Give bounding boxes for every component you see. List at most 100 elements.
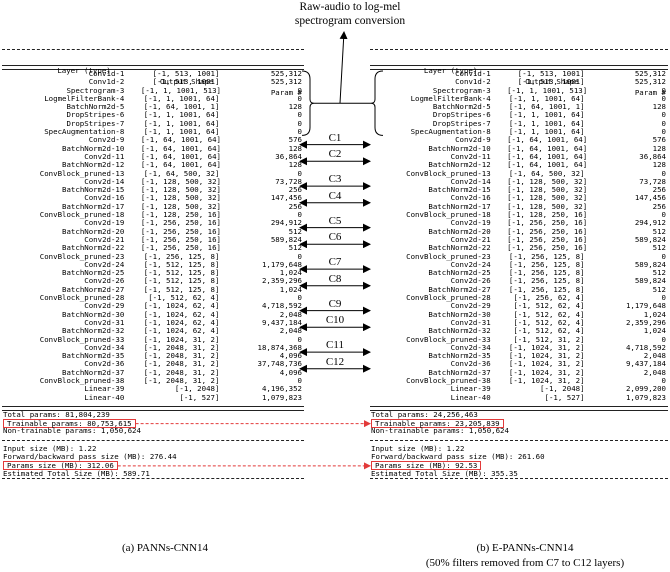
output-shape: [-1, 1, 1001, 64] — [143, 118, 220, 128]
layer-name: ConvBlock_pruned-33 — [39, 334, 125, 344]
layer-name: Linear-40 — [84, 392, 125, 402]
output-shape: [-1, 512, 62, 4] — [513, 301, 585, 311]
table-row: ConvBlock_pruned-28[-1, 512, 62, 4]0 — [2, 293, 304, 303]
table-row: BatchNorm2d-25[-1, 512, 125, 8]1,024 — [2, 268, 304, 278]
layer-name: ConvBlock_pruned-23 — [406, 251, 491, 261]
param-count: 4,718,592 — [261, 301, 302, 311]
input-size: Input size (MB): 1.22 — [3, 443, 97, 453]
output-shape: [-1, 128, 250, 16] — [140, 210, 221, 220]
table-row: BatchNorm2d-12[-1, 64, 1001, 64]128 — [2, 160, 304, 169]
output-shape: [-1, 256, 62, 4] — [513, 293, 585, 303]
table-row: Conv2d-34[-1, 2048, 31, 2]18,874,368 — [2, 343, 304, 352]
panel-panns-cnn14: Layer (type) Output Shape Param # Conv1d… — [2, 49, 304, 483]
layer-name: Conv2d-29 — [84, 301, 125, 311]
param-count: 73,728 — [275, 176, 302, 186]
layer-name: Conv2d-14 — [84, 176, 125, 186]
param-count: 2,359,296 — [625, 317, 666, 327]
table-row: BatchNorm2d-35[-1, 2048, 31, 2]4,096 — [2, 351, 304, 360]
caption-b-line-1: (b) E-PANNs-CNN14 — [476, 542, 574, 554]
double-separator — [2, 65, 304, 70]
param-count: 589,824 — [634, 276, 666, 286]
output-shape: [-1, 1024, 62, 4] — [143, 317, 220, 327]
layer-name: ConvBlock_pruned-28 — [39, 293, 125, 303]
table-row: BatchNorm2d-22[-1, 256, 250, 16]512 — [370, 243, 668, 253]
output-shape: [-1, 128, 250, 16] — [507, 210, 588, 220]
table-row: BatchNorm2d-27[-1, 256, 125, 8]512 — [370, 284, 668, 294]
table-row: Linear-39[-1, 2048]4,196,352 — [2, 384, 304, 393]
header-param: Param # — [270, 88, 302, 97]
param-count: 0 — [297, 110, 302, 120]
param-count: 0 — [297, 251, 302, 261]
param-count: 589,824 — [634, 259, 666, 269]
layer-name: Conv2d-34 — [450, 342, 491, 352]
param-count: 0 — [661, 85, 666, 95]
output-shape: [-1, 513, 1001] — [152, 77, 220, 87]
table-row: BatchNorm2d-5[-1, 64, 1001, 1]128 — [370, 102, 668, 112]
param-count: 1,179,648 — [261, 259, 302, 269]
layer-name: Conv2d-9 — [455, 135, 491, 145]
output-shape: [-1, 1024, 31, 2] — [143, 334, 220, 344]
table-row: BatchNorm2d-25[-1, 256, 125, 8]512 — [370, 268, 668, 278]
param-count: 0 — [661, 118, 666, 128]
output-shape: [-1, 2048, 31, 2] — [143, 359, 220, 369]
table-row: Conv2d-14 [-1, 128, 500, 32] 73,728 — [2, 176, 304, 186]
table-row: Conv2d-31[-1, 1024, 62, 4]9,437,184 — [2, 317, 304, 327]
layer-name: BatchNorm2d-32 — [62, 326, 125, 336]
table-row: Conv2d-16[-1, 128, 500, 32]147,456 — [2, 193, 304, 203]
table-row: DropStripes-6[-1, 1, 1001, 64]0 — [370, 111, 668, 120]
output-shape: [-1, 1, 1001, 513] — [140, 85, 221, 95]
param-count: 512 — [652, 284, 666, 294]
output-shape: [-1, 128, 500, 32] — [140, 176, 221, 186]
param-count: 1,024 — [643, 326, 666, 336]
layer-name: BatchNorm2d-22 — [428, 243, 491, 253]
output-shape: [-1, 256, 125, 8] — [508, 251, 585, 261]
layer-name: BatchNorm2d-27 — [62, 284, 125, 294]
output-shape: [-1, 1024, 31, 2] — [508, 367, 585, 377]
output-shape: [-1, 256, 125, 8] — [508, 259, 585, 269]
output-shape: [-1, 256, 125, 8] — [143, 251, 220, 261]
panel-e-panns-cnn14: Layer (type) Output Shape Param # Conv1d… — [370, 49, 668, 483]
param-count: 1,179,648 — [625, 301, 666, 311]
annotation-line-1: Raw-audio to log-mel — [299, 1, 401, 13]
header-layer: Layer (type) — [423, 66, 478, 75]
param-count: 1,024 — [643, 309, 666, 319]
output-shape: [-1, 256, 125, 8] — [508, 268, 585, 278]
layer-name: Conv2d-21 — [84, 234, 125, 244]
layer-name: BatchNorm2d-5 — [432, 102, 491, 112]
total-params: Total params: 81,804,239 — [3, 409, 110, 419]
layer-name: BatchNorm2d-25 — [428, 268, 491, 278]
header-param: Param # — [634, 88, 666, 97]
table-row: LogmelFilterBank-4[-1, 1, 1001, 64]0 — [370, 94, 668, 103]
layer-name: ConvBlock_pruned-18 — [406, 210, 491, 220]
output-shape: [-1, 128, 500, 32] — [140, 201, 221, 211]
table-row: ConvBlock_pruned-33[-1, 512, 31, 2]0 — [370, 335, 668, 344]
layer-name: BatchNorm2d-17 — [62, 201, 125, 211]
output-shape: [-1, 1024, 62, 4] — [143, 326, 220, 336]
param-count: 0 — [661, 127, 666, 137]
output-shape: [-1, 128, 500, 32] — [140, 193, 221, 203]
table-row: Conv2d-21 [-1, 256, 250, 16] 589,824 — [2, 234, 304, 244]
param-count: 4,096 — [279, 367, 302, 377]
table-row: Conv2d-26[-1, 256, 125, 8]589,824 — [370, 276, 668, 286]
output-shape: [-1, 256, 250, 16] — [140, 234, 221, 244]
forward-backward-size: Forward/backward pass size (MB): 276.44 — [3, 452, 177, 462]
param-count: 128 — [288, 102, 302, 112]
layer-label: C4 — [328, 189, 342, 202]
output-shape: [-1, 64, 1001, 64] — [507, 143, 588, 153]
param-count: 525,312 — [270, 77, 302, 87]
param-count: 0 — [297, 375, 302, 385]
layer-name: ConvBlock_pruned-38 — [406, 375, 491, 385]
layer-name: BatchNorm2d-25 — [62, 268, 125, 278]
layer-name: Conv2d-19 — [450, 218, 491, 228]
annotation-line-2: spectrogram conversion — [294, 15, 406, 27]
layer-name: DropStripes-7 — [432, 118, 491, 128]
table-row: BatchNorm2d-32[-1, 512, 62, 4]1,024 — [370, 326, 668, 336]
param-count: 0 — [297, 85, 302, 95]
table-row: Conv2d-29[-1, 1024, 62, 4]4,718,592 — [2, 301, 304, 311]
table-row: Spectrogram-3[-1, 1, 1001, 513]0 — [2, 85, 304, 95]
param-count: 2,048 — [643, 351, 666, 361]
output-shape: [-1, 512, 62, 4] — [513, 317, 585, 327]
table-row: BatchNorm2d-37[-1, 2048, 31, 2]4,096 — [2, 367, 304, 377]
param-count: 589,824 — [270, 234, 302, 244]
